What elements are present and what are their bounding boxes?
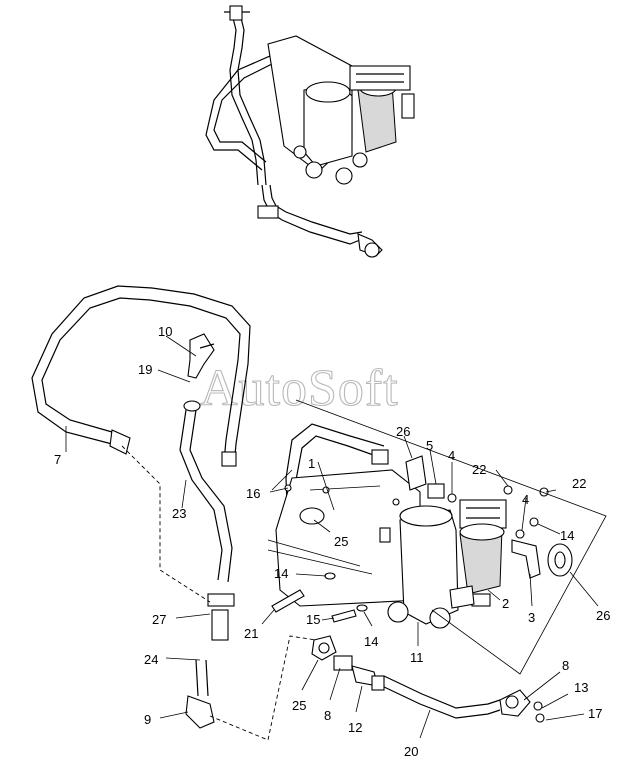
callout-labels: 10 19 7 23 27 24 9 1 16 25 26 5 4 22 4 2…: [54, 324, 610, 759]
callout-20: 20: [404, 744, 418, 759]
callout-17: 17: [588, 706, 602, 721]
callout-4: 4: [448, 448, 455, 463]
callout-14: 14: [364, 634, 378, 649]
filter-assembly: [271, 423, 573, 629]
callout-19: 19: [138, 362, 152, 377]
callout-25: 25: [292, 698, 306, 713]
callout-2: 2: [502, 596, 509, 611]
leader-lines: [65, 335, 599, 739]
callout-9: 9: [144, 712, 151, 727]
callout-16: 16: [246, 486, 260, 501]
callout-23: 23: [172, 506, 186, 521]
callout-22: 22: [572, 476, 586, 491]
callout-4: 4: [522, 492, 529, 507]
assembly-guide-lines: [121, 399, 607, 741]
lower-hose: [311, 635, 545, 723]
callout-12: 12: [348, 720, 362, 735]
callout-8: 8: [324, 708, 331, 723]
hose-assemblies: [31, 285, 251, 729]
callout-26: 26: [596, 608, 610, 623]
callout-27: 27: [152, 612, 166, 627]
callout-11: 11: [410, 650, 424, 665]
callout-8: 8: [562, 658, 569, 673]
callout-25: 25: [334, 534, 348, 549]
callout-10: 10: [158, 324, 172, 339]
watermark-text: AutoSoft: [200, 360, 399, 417]
callout-21: 21: [244, 626, 258, 641]
callout-15: 15: [306, 612, 320, 627]
callout-24: 24: [144, 652, 158, 667]
callout-14: 14: [274, 566, 288, 581]
callout-13: 13: [574, 680, 588, 695]
callout-5: 5: [426, 438, 433, 453]
top-assembly-view: [205, 5, 415, 258]
callout-22: 22: [472, 462, 486, 477]
callout-7: 7: [54, 452, 61, 467]
callout-1: 1: [308, 456, 315, 471]
callout-14: 14: [560, 528, 574, 543]
callout-26: 26: [396, 424, 410, 439]
callout-3: 3: [528, 610, 535, 625]
